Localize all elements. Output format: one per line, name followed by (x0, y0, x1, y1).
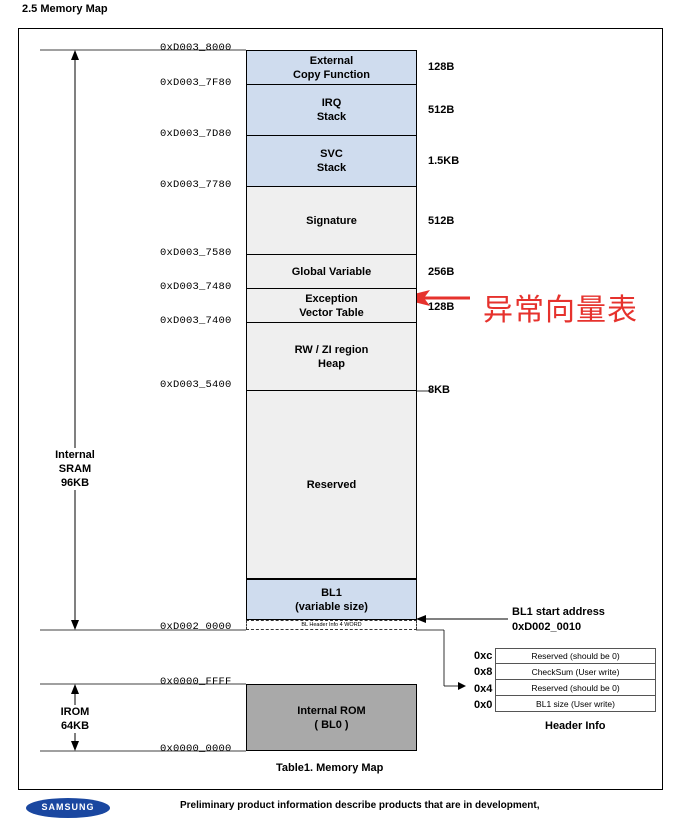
header-offset: 0x0 (474, 699, 493, 711)
block-global-variable: Global Variable (246, 255, 417, 289)
block-bl1: BL1 (variable size) (246, 579, 417, 620)
block-exception-vector-table: Exception Vector Table (246, 289, 417, 323)
size-label: 1.5KB (428, 155, 460, 167)
block-bl-header-info: BL Header Info 4 WORD (246, 620, 417, 630)
address-label: 0xD002_0000 (160, 621, 232, 633)
header-offset: 0xc (474, 650, 493, 662)
address-label: 0x0000_0000 (160, 743, 232, 755)
header-row: CheckSum (User write) (495, 664, 656, 680)
block-internal-rom: Internal ROM ( BL0 ) (246, 684, 417, 751)
irom-label: IROM 64KB (48, 705, 102, 733)
header-info-title: Header Info (545, 720, 606, 732)
memory-map-frame (18, 28, 663, 790)
size-label: 128B (428, 61, 455, 73)
address-label: 0xD003_7400 (160, 315, 232, 327)
samsung-logo: SAMSUNG (26, 798, 110, 818)
internal-sram-label: Internal SRAM 96KB (44, 448, 106, 490)
header-row: Reserved (should be 0) (495, 680, 656, 696)
address-label: 0x0000_FFFF (160, 676, 232, 688)
size-label: 512B (428, 215, 455, 227)
header-row: BL1 size (User write) (495, 696, 656, 712)
block-external-copy: External Copy Function (246, 50, 417, 85)
address-label: 0xD003_7580 (160, 247, 232, 259)
footer-text: Preliminary product information describe… (180, 800, 540, 811)
bl1-start-address: 0xD002_0010 (512, 621, 582, 633)
address-label: 0xD003_5400 (160, 379, 232, 391)
block-signature: Signature (246, 187, 417, 255)
section-heading: 2.5 Memory Map (22, 3, 108, 15)
address-label: 0xD003_7D80 (160, 128, 232, 140)
bl1-start-title: BL1 start address (512, 606, 605, 618)
header-offset: 0x4 (474, 683, 493, 695)
annotation-text: 异常向量表 (483, 293, 638, 328)
block-svc-stack: SVC Stack (246, 136, 417, 187)
size-label: 128B (428, 301, 455, 313)
address-label: 0xD003_8000 (160, 42, 232, 54)
block-rw-zi-heap: RW / ZI region Heap (246, 323, 417, 391)
header-offset: 0x8 (474, 666, 493, 678)
size-label: 8KB (428, 384, 451, 396)
header-row: Reserved (should be 0) (495, 648, 656, 664)
address-label: 0xD003_7480 (160, 281, 232, 293)
address-label: 0xD003_7780 (160, 179, 232, 191)
size-label: 512B (428, 104, 455, 116)
address-label: 0xD003_7F80 (160, 77, 232, 89)
size-label: 256B (428, 266, 455, 278)
block-irq-stack: IRQ Stack (246, 85, 417, 136)
block-reserved: Reserved (246, 391, 417, 579)
table-caption: Table1. Memory Map (276, 762, 384, 774)
